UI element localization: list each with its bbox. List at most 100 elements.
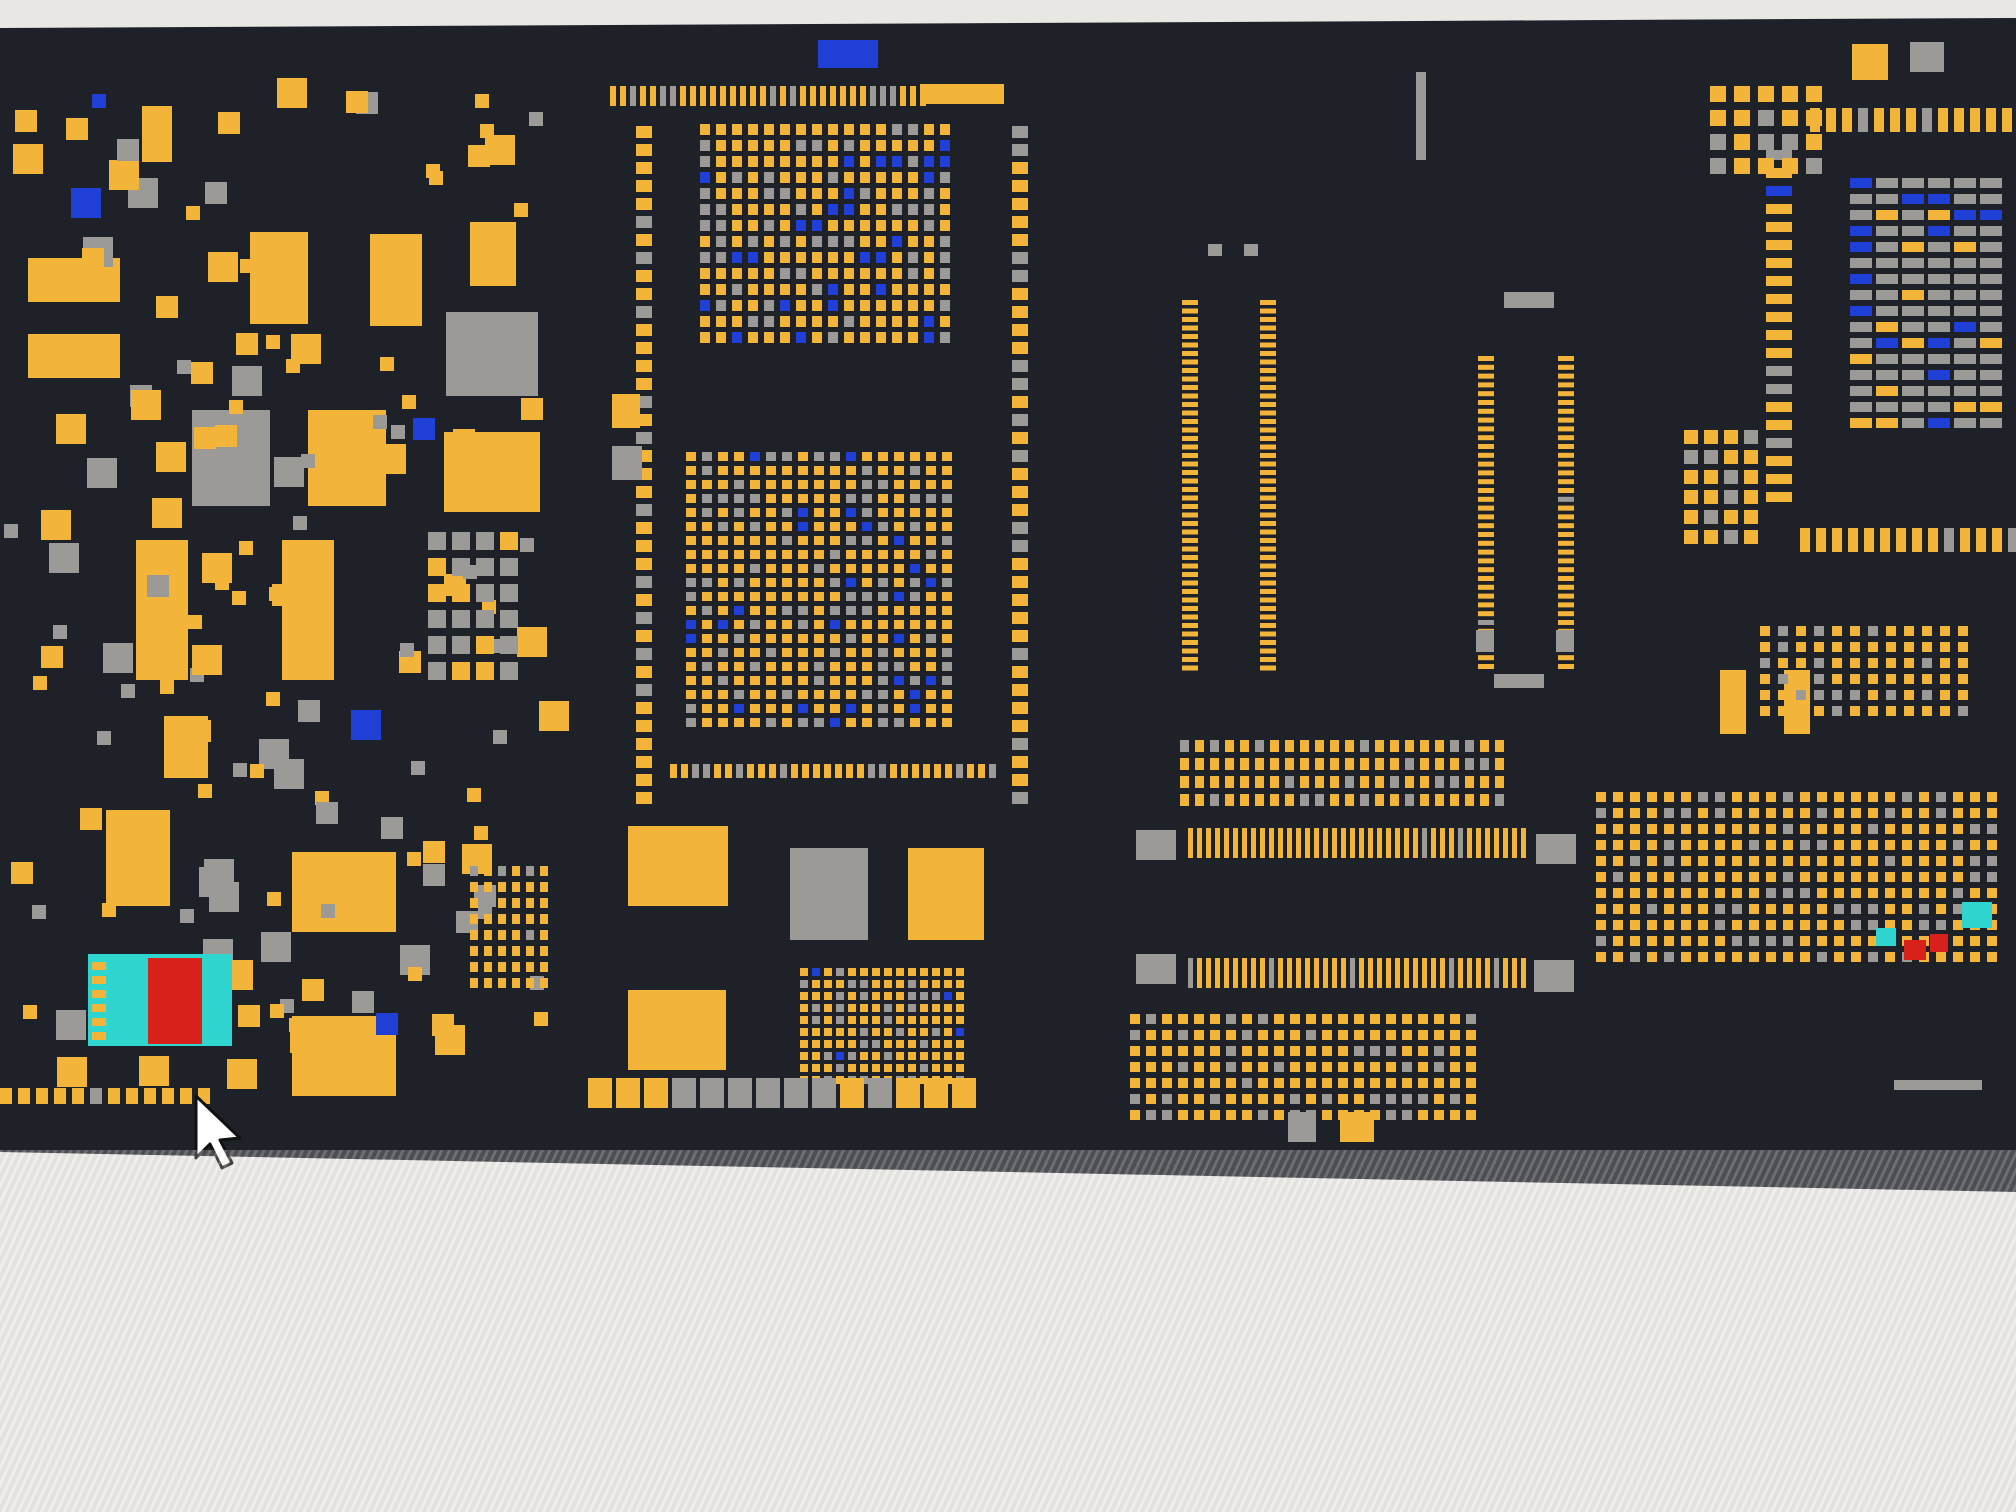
flex-connector-left[interactable] [1182, 72, 1426, 671]
bga-ball[interactable] [940, 332, 950, 343]
bga-ball[interactable] [734, 550, 744, 559]
connector-pin[interactable] [1260, 657, 1276, 662]
passive-pad[interactable] [1800, 936, 1810, 946]
passive-pad[interactable] [475, 94, 489, 108]
passive-pad[interactable] [316, 802, 338, 824]
bga-ball[interactable] [860, 332, 870, 343]
passive-pad[interactable] [1647, 904, 1657, 914]
passive-pad[interactable] [1817, 920, 1827, 930]
passive-pad[interactable] [1970, 952, 1980, 962]
bga-ball[interactable] [716, 204, 726, 215]
connector-anchor[interactable] [1534, 960, 1574, 992]
passive-pad[interactable] [1987, 872, 1997, 882]
bga-ball[interactable] [878, 676, 888, 685]
bga-ball[interactable] [796, 156, 806, 167]
passive-pad[interactable] [872, 968, 880, 976]
connector-pin[interactable] [1558, 417, 1574, 423]
passive-pad[interactable] [1596, 888, 1606, 898]
bga-ball[interactable] [828, 140, 838, 151]
passive-pad[interactable] [872, 1016, 880, 1024]
bga-ball[interactable] [766, 690, 776, 699]
passive-pad[interactable] [290, 1031, 312, 1053]
bga-ball[interactable] [1954, 402, 1976, 412]
passive-pad[interactable] [1732, 872, 1742, 882]
passive-pad[interactable] [1834, 872, 1844, 882]
passive-pad[interactable] [1480, 794, 1489, 806]
bga-ball[interactable] [926, 480, 936, 489]
passive-pad[interactable] [526, 866, 534, 876]
bga-ball[interactable] [1928, 194, 1950, 204]
passive-pad[interactable] [1868, 952, 1878, 962]
passive-pad[interactable] [956, 1004, 964, 1012]
connector-pin[interactable] [1182, 308, 1198, 314]
passive-pad[interactable] [944, 1028, 952, 1036]
bga-ball[interactable] [894, 690, 904, 699]
passive-pad[interactable] [1868, 706, 1878, 716]
passive-pad[interactable] [1936, 952, 1946, 962]
passive-pad[interactable] [1285, 776, 1294, 788]
bga-ball[interactable] [908, 172, 918, 183]
connector-pin[interactable] [1478, 435, 1494, 441]
passive-pad[interactable] [1800, 872, 1810, 882]
passive-pad[interactable] [1744, 490, 1758, 504]
passive-pad[interactable] [1749, 872, 1759, 882]
bga-ball[interactable] [716, 188, 726, 199]
bga-ball[interactable] [942, 606, 952, 615]
passive-pad[interactable] [1450, 740, 1459, 752]
bga-ball[interactable] [796, 236, 806, 247]
bga-ball[interactable] [1876, 354, 1898, 364]
connector-pin[interactable] [1260, 300, 1276, 305]
connector-pin[interactable] [1478, 523, 1494, 529]
bga-edge-pad[interactable] [1012, 720, 1028, 732]
bga-ball[interactable] [782, 718, 792, 727]
bga-ball[interactable] [734, 648, 744, 657]
bga-ball[interactable] [1902, 210, 1924, 220]
passive-pad[interactable] [126, 1088, 138, 1104]
bga-ball[interactable] [1954, 306, 1976, 316]
passive-pad[interactable] [1226, 1046, 1236, 1056]
bga-ball[interactable] [908, 332, 918, 343]
bga-ball[interactable] [878, 536, 888, 545]
bga-ball[interactable] [876, 236, 886, 247]
passive-pad[interactable] [1851, 936, 1861, 946]
bga-ball[interactable] [1876, 338, 1898, 348]
passive-pad[interactable] [470, 930, 478, 940]
passive-pad[interactable] [1345, 794, 1354, 806]
connector-pin[interactable] [1478, 382, 1494, 388]
passive-pad[interactable] [476, 636, 494, 654]
passive-pad[interactable] [920, 1052, 928, 1060]
passive-pad[interactable] [1450, 1062, 1460, 1072]
bga-ball[interactable] [686, 676, 696, 685]
passive-pad[interactable] [485, 135, 515, 165]
bga-ball[interactable] [1902, 306, 1924, 316]
bga-ball[interactable] [798, 662, 808, 671]
bga-edge-pad[interactable] [636, 306, 652, 318]
passive-pad[interactable] [452, 584, 470, 602]
passive-pad[interactable] [205, 182, 227, 204]
passive-pad[interactable] [1681, 856, 1691, 866]
passive-pad[interactable] [1315, 776, 1324, 788]
passive-pad[interactable] [1796, 674, 1806, 684]
bga-edge-pad[interactable] [1842, 108, 1852, 132]
connector-pin[interactable] [1206, 828, 1211, 858]
bga-ball[interactable] [1876, 178, 1898, 188]
bga-ball[interactable] [1980, 242, 2002, 252]
connector-pin[interactable] [1478, 655, 1494, 661]
passive-pad[interactable] [884, 980, 892, 988]
bga-ball[interactable] [732, 172, 742, 183]
passive-pad[interactable] [1434, 1110, 1444, 1120]
passive-pad[interactable] [1732, 824, 1742, 834]
bga-ball[interactable] [910, 648, 920, 657]
passive-pad[interactable] [1766, 824, 1776, 834]
bga-ball[interactable] [1980, 290, 2002, 300]
passive-pad[interactable] [1180, 776, 1189, 788]
bga-ball[interactable] [862, 662, 872, 671]
bga-ball[interactable] [862, 522, 872, 531]
passive-pad[interactable] [1783, 904, 1793, 914]
passive-pad[interactable] [413, 418, 435, 440]
passive-pad[interactable] [209, 882, 239, 912]
passive-pad[interactable] [932, 968, 940, 976]
bga-edge-pad[interactable] [890, 86, 896, 106]
passive-pad[interactable] [1178, 1078, 1188, 1088]
passive-pad[interactable] [1919, 808, 1929, 818]
